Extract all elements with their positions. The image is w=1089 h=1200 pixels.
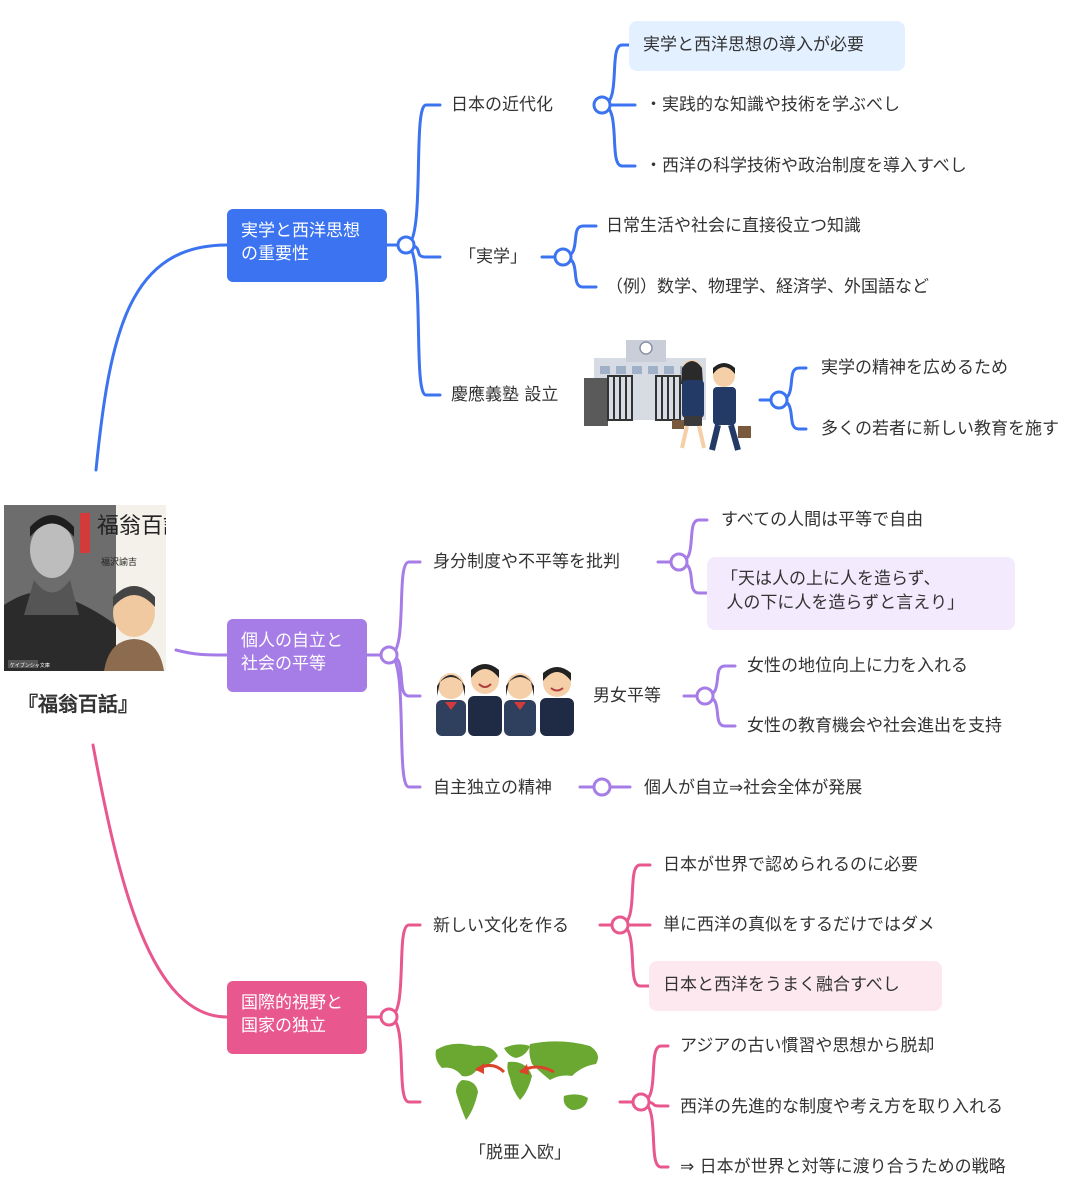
connector-line bbox=[639, 1100, 670, 1169]
book-author-text: 福沢諭吉 bbox=[101, 556, 137, 568]
hub-line: 国家の独立 bbox=[241, 1016, 326, 1036]
trunk-line bbox=[94, 243, 229, 472]
item-text: アジアの古い慣習や思想から脱却 bbox=[680, 1036, 935, 1056]
connector-node[interactable] bbox=[553, 247, 573, 267]
book-title-text: 福翁百話 bbox=[97, 514, 166, 539]
trunk-line bbox=[174, 648, 229, 657]
item-text: 西洋の先進的な制度や考え方を取り入れる bbox=[680, 1097, 1003, 1117]
item-text: 日常生活や社会に直接役立つ知識 bbox=[606, 216, 861, 236]
item-text: 多くの若者に新しい教育を施す bbox=[821, 419, 1059, 439]
item-text: ・実践的な知識や技術を学ぶべし bbox=[645, 95, 900, 115]
highlight-item: 日本と西洋をうまく融合すべし bbox=[649, 961, 942, 1011]
item-text: ・西洋の科学技術や政治制度を導入すべし bbox=[645, 156, 967, 176]
group-label: 日本の近代化 bbox=[451, 95, 553, 115]
group-label: 「脱亜入欧」 bbox=[469, 1143, 571, 1163]
group-label: 身分制度や不平等を批判 bbox=[433, 552, 620, 572]
group-label: 自主独立の精神 bbox=[433, 778, 552, 798]
connector-line bbox=[618, 923, 651, 988]
item-text: 日本が世界で認められるのに必要 bbox=[663, 855, 918, 875]
hub-practical-learning[interactable]: 実学と西洋思想 の重要性 bbox=[227, 209, 387, 282]
center-title: 『福翁百話』 bbox=[18, 692, 138, 716]
group-label: 新しい文化を作る bbox=[433, 916, 569, 936]
item-text: 単に西洋の真似をするだけではダメ bbox=[663, 915, 935, 935]
item-text: （例）数学、物理学、経済学、外国語など bbox=[606, 277, 929, 297]
connector-line bbox=[600, 103, 637, 168]
connector-node[interactable] bbox=[610, 915, 630, 935]
connector-node[interactable] bbox=[379, 645, 399, 665]
connector-node[interactable] bbox=[592, 777, 612, 797]
connector-line bbox=[618, 863, 652, 927]
item-text: すべての人間は平等で自由 bbox=[721, 510, 924, 530]
connector-line bbox=[387, 1015, 422, 1104]
connector-line bbox=[387, 923, 422, 1019]
book-publisher-text: ケイブンシャ文庫 bbox=[10, 662, 50, 669]
connector-node[interactable] bbox=[592, 95, 612, 115]
connector-node[interactable] bbox=[669, 552, 689, 572]
item-text: 女性の教育機会や社会進出を支持 bbox=[747, 716, 1002, 736]
connector-node[interactable] bbox=[695, 686, 715, 706]
hub-line: 社会の平等 bbox=[241, 654, 326, 674]
hub-line: 実学と西洋思想 bbox=[241, 221, 360, 241]
school-students-illustration bbox=[582, 336, 758, 456]
item-text: 実学の精神を広めるため bbox=[821, 358, 1008, 378]
connector-node[interactable] bbox=[769, 390, 789, 410]
students-group-illustration bbox=[432, 656, 580, 736]
connector-line bbox=[404, 243, 442, 397]
highlight-item: 「天は人の上に人を造らず、 人の下に人を造らずと言えり」 bbox=[707, 557, 1015, 630]
group-label: 男女平等 bbox=[593, 686, 661, 706]
connector-line bbox=[404, 103, 442, 247]
group-label: 「実学」 bbox=[459, 247, 527, 267]
connector-node[interactable] bbox=[396, 235, 416, 255]
connector-node[interactable] bbox=[631, 1092, 651, 1112]
book-cover-image: 福翁百話 福沢諭吉 ケイブンシャ文庫 bbox=[4, 505, 185, 671]
item-text: 個人が自立⇒社会全体が発展 bbox=[644, 778, 863, 798]
group-label: 慶應義塾 設立 bbox=[451, 385, 559, 405]
hub-independence-equality[interactable]: 個人の自立と 社会の平等 bbox=[227, 619, 367, 692]
hub-line: 個人の自立と bbox=[241, 631, 343, 651]
connector-line bbox=[387, 560, 422, 657]
connector-line bbox=[600, 43, 631, 107]
hub-line: 国際的視野と bbox=[241, 993, 343, 1013]
item-text: ⇒ 日本が世界と対等に渡り合うための戦略 bbox=[680, 1157, 1006, 1177]
quote-text: 「天は人の上に人を造らず、 人の下に人を造らずと言えり」 bbox=[721, 569, 965, 613]
trunk-line bbox=[91, 743, 229, 1019]
world-map-illustration bbox=[432, 1036, 604, 1126]
connector-node[interactable] bbox=[379, 1007, 399, 1027]
highlight-item: 実学と西洋思想の導入が必要 bbox=[629, 21, 905, 71]
connector-line bbox=[387, 653, 422, 789]
hub-international-independence[interactable]: 国際的視野と 国家の独立 bbox=[227, 981, 367, 1054]
hub-line: の重要性 bbox=[241, 244, 309, 264]
item-text: 女性の地位向上に力を入れる bbox=[747, 656, 968, 676]
